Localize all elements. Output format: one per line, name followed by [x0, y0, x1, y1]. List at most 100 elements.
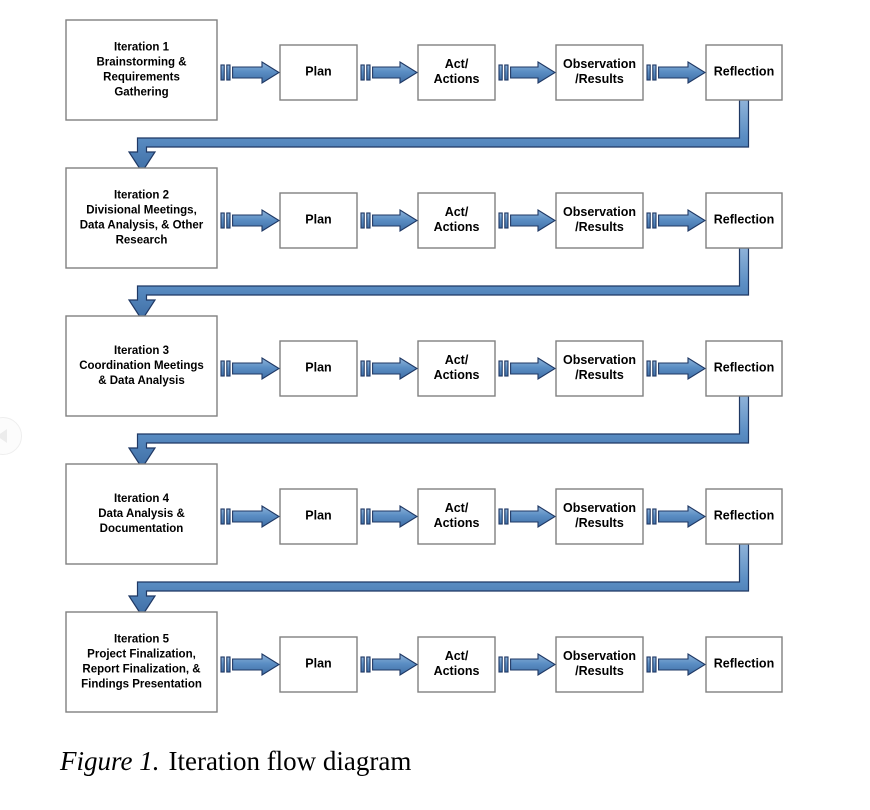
flow-arrow [220, 505, 281, 528]
stage-label: Reflection [714, 65, 774, 79]
arrow-tail-bar [366, 360, 371, 377]
stage-box-3[interactable] [555, 636, 644, 693]
iteration-box[interactable] [65, 611, 218, 713]
arrow-tail-bar [226, 212, 231, 229]
flow-arrow [220, 357, 281, 380]
stage-box-2[interactable] [417, 488, 496, 545]
arrow-head-shape [658, 209, 707, 232]
stage-box-2[interactable] [417, 44, 496, 101]
stage-box-1[interactable] [279, 192, 358, 249]
iteration-box[interactable] [65, 167, 218, 269]
flow-arrow [498, 209, 557, 232]
feedback-path-shape [127, 247, 750, 322]
flow-arrow [220, 653, 281, 676]
feedback-connector [127, 247, 750, 322]
arrow-tail-bar [360, 360, 365, 377]
stage-label: Observation/Results [563, 649, 636, 678]
arrow-tail-bar [498, 64, 503, 81]
flow-arrow [646, 357, 707, 380]
arrow-tail-bar [646, 64, 651, 81]
arrow-head-shape [232, 61, 281, 84]
feedback-connector [127, 395, 750, 470]
arrow-head-shape [372, 653, 419, 676]
arrow-head-shape [658, 653, 707, 676]
arrow-tail-bar [504, 64, 509, 81]
arrow-head-shape [372, 61, 419, 84]
arrow-tail-bar [646, 656, 651, 673]
stage-box-1[interactable] [279, 340, 358, 397]
arrow-head-shape [372, 209, 419, 232]
arrow-tail-bar [504, 508, 509, 525]
arrow-tail-bar [360, 656, 365, 673]
arrow-head-shape [510, 357, 557, 380]
arrow-head-shape [658, 61, 707, 84]
iteration-box[interactable] [65, 463, 218, 565]
stage-box-1[interactable] [279, 488, 358, 545]
flow-arrow [498, 357, 557, 380]
stage-box-3[interactable] [555, 340, 644, 397]
arrow-tail-bar [498, 360, 503, 377]
stage-label: Plan [305, 657, 331, 671]
stage-label: Act/Actions [434, 501, 480, 530]
arrow-tail-bar [226, 656, 231, 673]
flow-arrow [360, 61, 419, 84]
arrow-tail-bar [498, 212, 503, 229]
arrow-head-shape [232, 653, 281, 676]
arrow-tail-bar [646, 508, 651, 525]
figure-caption: Figure 1.Iteration flow diagram [60, 746, 411, 777]
arrow-tail-bar [366, 64, 371, 81]
stage-box-2[interactable] [417, 340, 496, 397]
iteration-box[interactable] [65, 19, 218, 121]
figure-number: Figure 1. [60, 746, 160, 776]
arrow-tail-bar [504, 360, 509, 377]
stage-label: Plan [305, 65, 331, 79]
arrow-tail-bar [226, 64, 231, 81]
stage-label: Act/Actions [434, 57, 480, 86]
arrow-head-shape [510, 209, 557, 232]
stage-box-4[interactable] [705, 44, 783, 101]
arrow-tail-bar [226, 508, 231, 525]
stage-box-1[interactable] [279, 44, 358, 101]
arrow-tail-bar [498, 508, 503, 525]
arrow-tail-bar [220, 360, 225, 377]
arrow-tail-bar [360, 212, 365, 229]
arrow-tail-bar [360, 64, 365, 81]
flow-arrow [360, 505, 419, 528]
arrow-tail-bar [504, 212, 509, 229]
feedback-connector [127, 543, 750, 618]
arrow-tail-bar [220, 508, 225, 525]
flow-arrow [360, 653, 419, 676]
arrow-head-shape [232, 505, 281, 528]
flow-arrow [220, 209, 281, 232]
flow-arrow [498, 653, 557, 676]
stage-label: Reflection [714, 657, 774, 671]
feedback-connector [127, 99, 750, 174]
stage-label: Plan [305, 213, 331, 227]
arrow-tail-bar [220, 656, 225, 673]
arrow-tail-bar [652, 360, 657, 377]
iteration-box[interactable] [65, 315, 218, 417]
arrow-head-shape [232, 209, 281, 232]
arrow-tail-bar [226, 360, 231, 377]
flow-arrow [220, 61, 281, 84]
arrow-tail-bar [220, 64, 225, 81]
stage-box-4[interactable] [705, 636, 783, 693]
stage-box-3[interactable] [555, 192, 644, 249]
stage-label: Observation/Results [563, 353, 636, 382]
stage-label: Plan [305, 509, 331, 523]
arrow-head-shape [232, 357, 281, 380]
stage-label: Reflection [714, 213, 774, 227]
arrow-tail-bar [366, 212, 371, 229]
arrow-tail-bar [360, 508, 365, 525]
arrow-head-shape [658, 357, 707, 380]
chevron-left-glyph [0, 429, 7, 443]
stage-label: Act/Actions [434, 205, 480, 234]
